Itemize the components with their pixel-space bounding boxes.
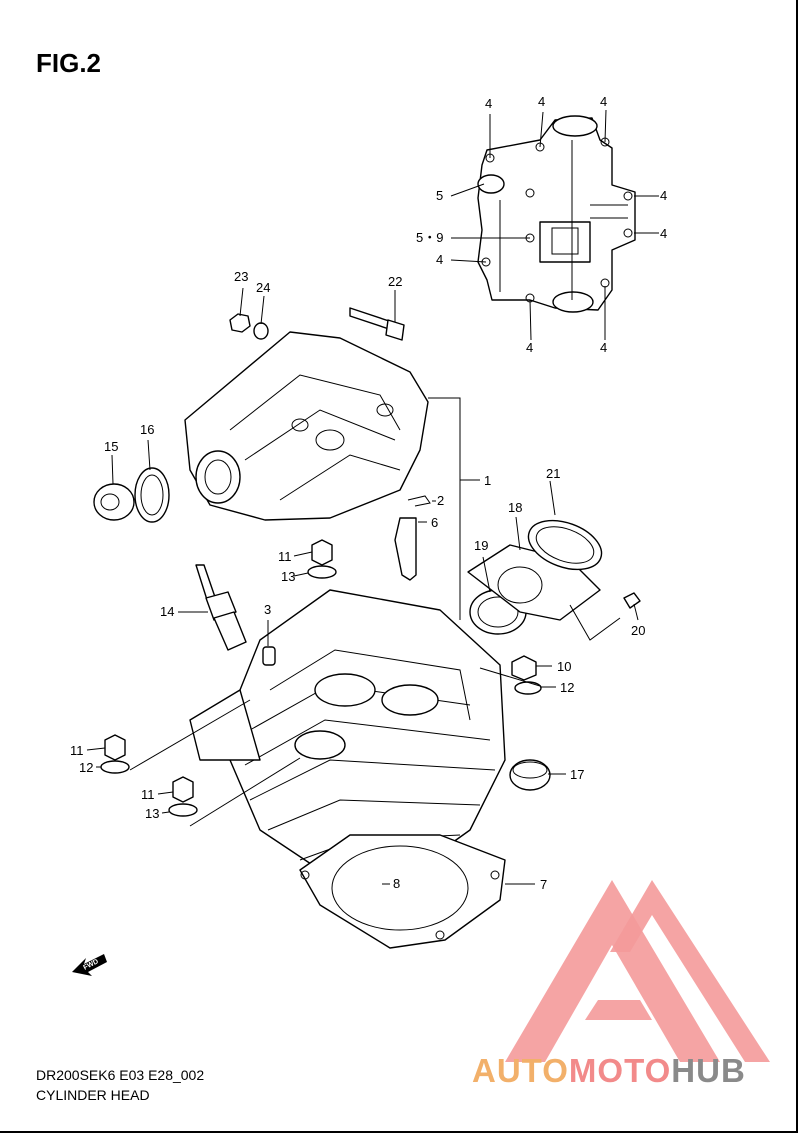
callout-4: 4 [538, 94, 545, 109]
watermark-moto: MOTO [568, 1052, 672, 1089]
clamp-21 [527, 519, 603, 571]
callout-4: 4 [600, 94, 607, 109]
callout-11: 11 [278, 549, 292, 564]
cylinder-head [189, 589, 506, 881]
callout-4: 4 [660, 188, 667, 203]
callout-4: 4 [436, 252, 443, 267]
cap-15 [93, 483, 135, 521]
callout-21: 21 [546, 466, 560, 481]
watermark-logo [505, 880, 770, 1062]
fwd-arrow-icon: FWD [72, 954, 107, 976]
callout-14: 14 [160, 604, 174, 619]
callout-22: 22 [388, 274, 402, 289]
callout-labels: 4 4 4 5 4 5・9 4 4 4 4 23 24 22 16 15 1 2… [70, 94, 667, 892]
watermark-text: AUTOMOTOHUB [472, 1052, 746, 1090]
spark-plug-14 [195, 564, 247, 651]
head-cover-assembly [184, 331, 429, 521]
callout-17: 17 [570, 767, 584, 782]
callout-13: 13 [145, 806, 159, 821]
bolt-22 [349, 307, 405, 341]
callout-7: 7 [540, 877, 547, 892]
screw-20 [623, 592, 641, 609]
dowel-pin-3 [262, 646, 276, 666]
callout-5-9: 5・9 [416, 230, 443, 245]
plug-17 [509, 759, 551, 791]
head-cover-top-view [477, 115, 636, 313]
callout-4: 4 [600, 340, 607, 355]
callout-11: 11 [141, 787, 155, 802]
callout-19: 19 [474, 538, 488, 553]
callout-4: 4 [526, 340, 533, 355]
leader-lines [86, 109, 659, 885]
figure-code: DR200SEK6 E03 E28_002 [36, 1067, 205, 1083]
gasket-7 [299, 834, 506, 949]
figure-name: CYLINDER HEAD [36, 1087, 150, 1103]
callout-12: 12 [79, 760, 93, 775]
callout-23: 23 [234, 269, 248, 284]
callout-18: 18 [508, 500, 522, 515]
callout-15: 15 [104, 439, 118, 454]
callout-12: 12 [560, 680, 574, 695]
callout-10: 10 [557, 659, 571, 674]
callout-20: 20 [631, 623, 645, 638]
watermark-hub: HUB [671, 1052, 746, 1089]
callout-4: 4 [485, 96, 492, 111]
callout-13: 13 [281, 569, 295, 584]
callout-1: 1 [484, 473, 491, 488]
washer-24 [253, 322, 269, 340]
callout-11: 11 [70, 743, 84, 758]
bolt-11-left [100, 734, 130, 774]
bolt-11-top [307, 539, 337, 579]
clip-2 [407, 495, 431, 507]
watermark-auto: AUTO [472, 1052, 569, 1089]
callout-4: 4 [660, 226, 667, 241]
figure-title: FIG.2 [36, 48, 102, 78]
callout-2: 2 [437, 493, 444, 508]
nut-23 [229, 313, 251, 333]
bolt-11-lower [168, 776, 198, 817]
nut-10 [511, 655, 542, 695]
callout-5: 5 [436, 188, 443, 203]
callout-16: 16 [140, 422, 154, 437]
o-ring-16 [134, 467, 170, 523]
callout-8: 8 [393, 876, 400, 891]
valve-guide-6 [394, 517, 417, 581]
callout-6: 6 [431, 515, 438, 530]
callout-24: 24 [256, 280, 270, 295]
callout-3: 3 [264, 602, 271, 617]
